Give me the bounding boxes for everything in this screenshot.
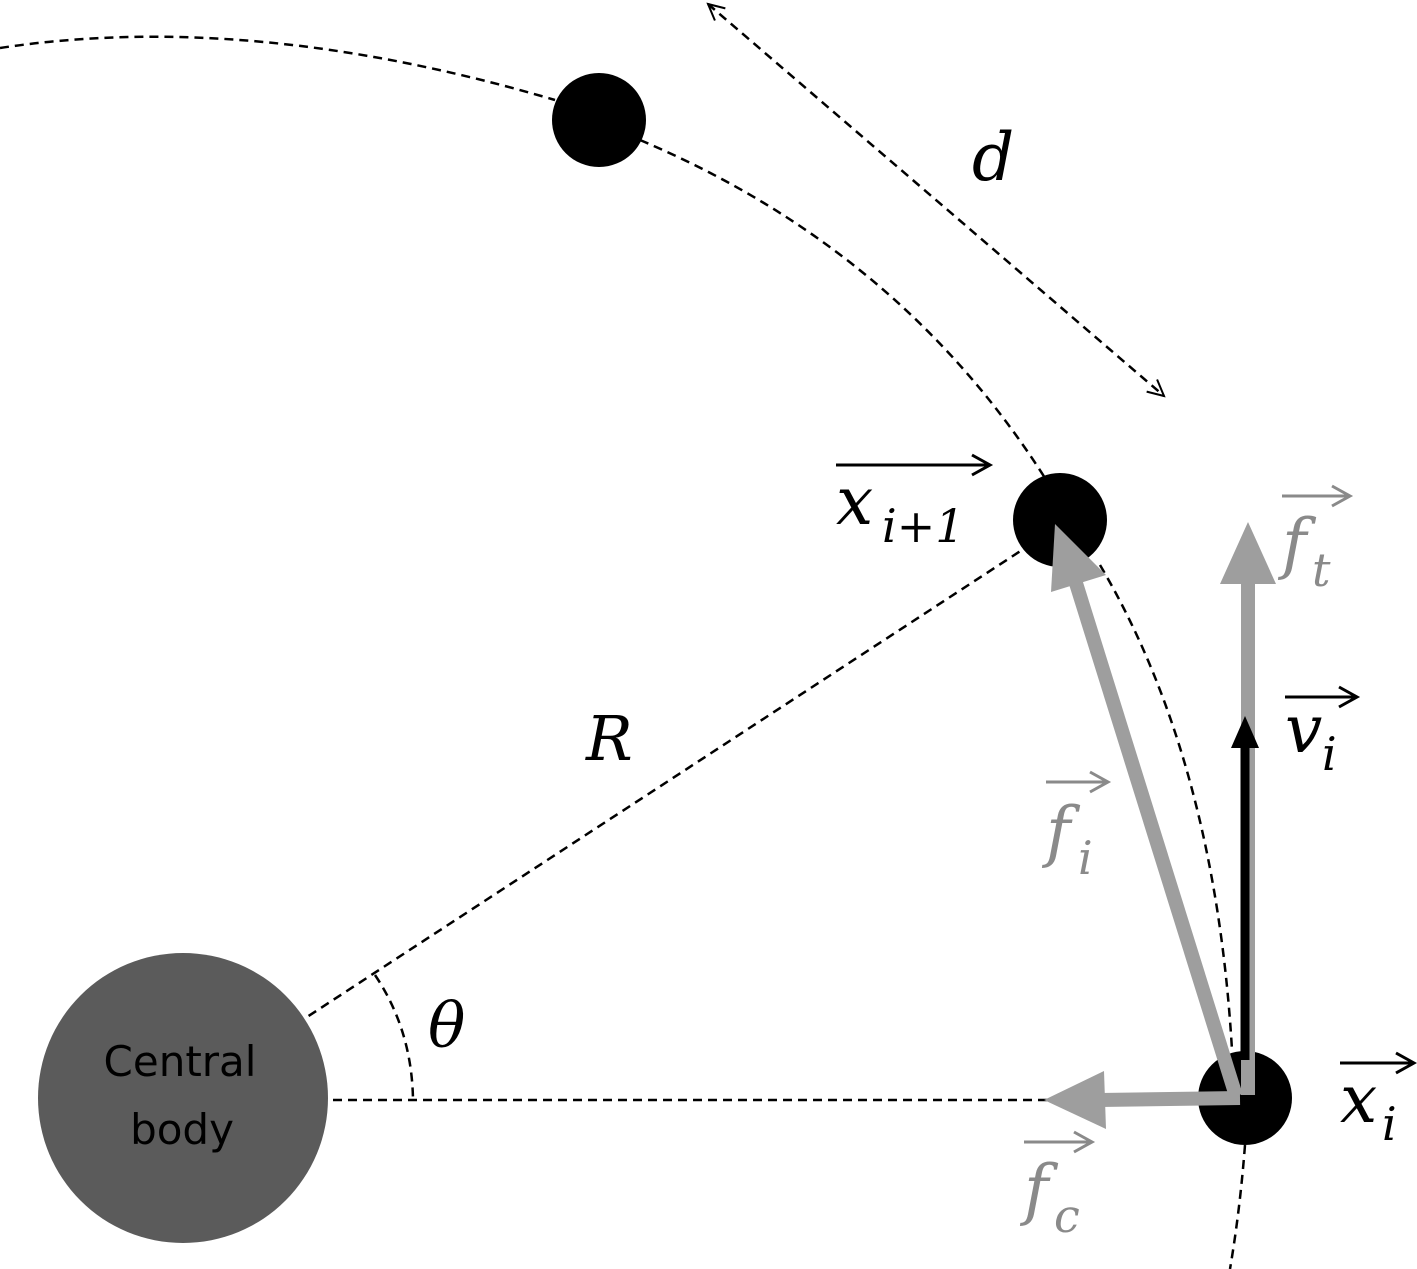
position-next-label: x i+1 xyxy=(836,453,994,553)
body-previous xyxy=(552,73,646,167)
force-central-vector xyxy=(1044,1071,1241,1129)
central-body xyxy=(38,953,328,1243)
distance-arrow xyxy=(708,4,1164,396)
svg-text:f: f xyxy=(1019,1151,1059,1228)
angle-arc xyxy=(373,974,415,1101)
svg-text:i: i xyxy=(1322,727,1337,781)
central-body-label-line1: Central xyxy=(104,1037,257,1086)
orbit-arc-bottom xyxy=(1228,1144,1247,1269)
svg-text:v: v xyxy=(1285,691,1322,768)
svg-text:x: x xyxy=(1340,1061,1377,1138)
orbit-arc-upper xyxy=(0,35,556,102)
force-tangential-label: f t xyxy=(1277,484,1354,597)
position-current-label: x i xyxy=(1340,1051,1417,1151)
svg-text:i+1: i+1 xyxy=(882,499,965,553)
svg-text:c: c xyxy=(1054,1189,1080,1243)
svg-text:x: x xyxy=(836,463,873,540)
force-resultant-vector xyxy=(1051,524,1243,1099)
svg-text:i: i xyxy=(1382,1097,1397,1151)
svg-text:t: t xyxy=(1312,543,1331,597)
svg-text:i: i xyxy=(1078,831,1093,885)
force-central-label: f c xyxy=(1019,1130,1096,1243)
body-next xyxy=(1013,473,1107,567)
force-resultant-label: f i xyxy=(1041,770,1112,885)
orbit-arc-lower xyxy=(1098,564,1234,1051)
radius-line xyxy=(182,548,1023,1100)
distance-label: d xyxy=(972,119,1014,196)
body-current xyxy=(1198,1051,1292,1145)
radius-label: R xyxy=(585,702,633,775)
svg-text:f: f xyxy=(1277,505,1317,582)
velocity-label: v i xyxy=(1285,685,1361,781)
angle-label: θ xyxy=(428,989,465,1062)
central-body-label-line2: body xyxy=(130,1105,234,1154)
velocity-vector xyxy=(1231,716,1259,1060)
svg-text:f: f xyxy=(1041,793,1081,870)
